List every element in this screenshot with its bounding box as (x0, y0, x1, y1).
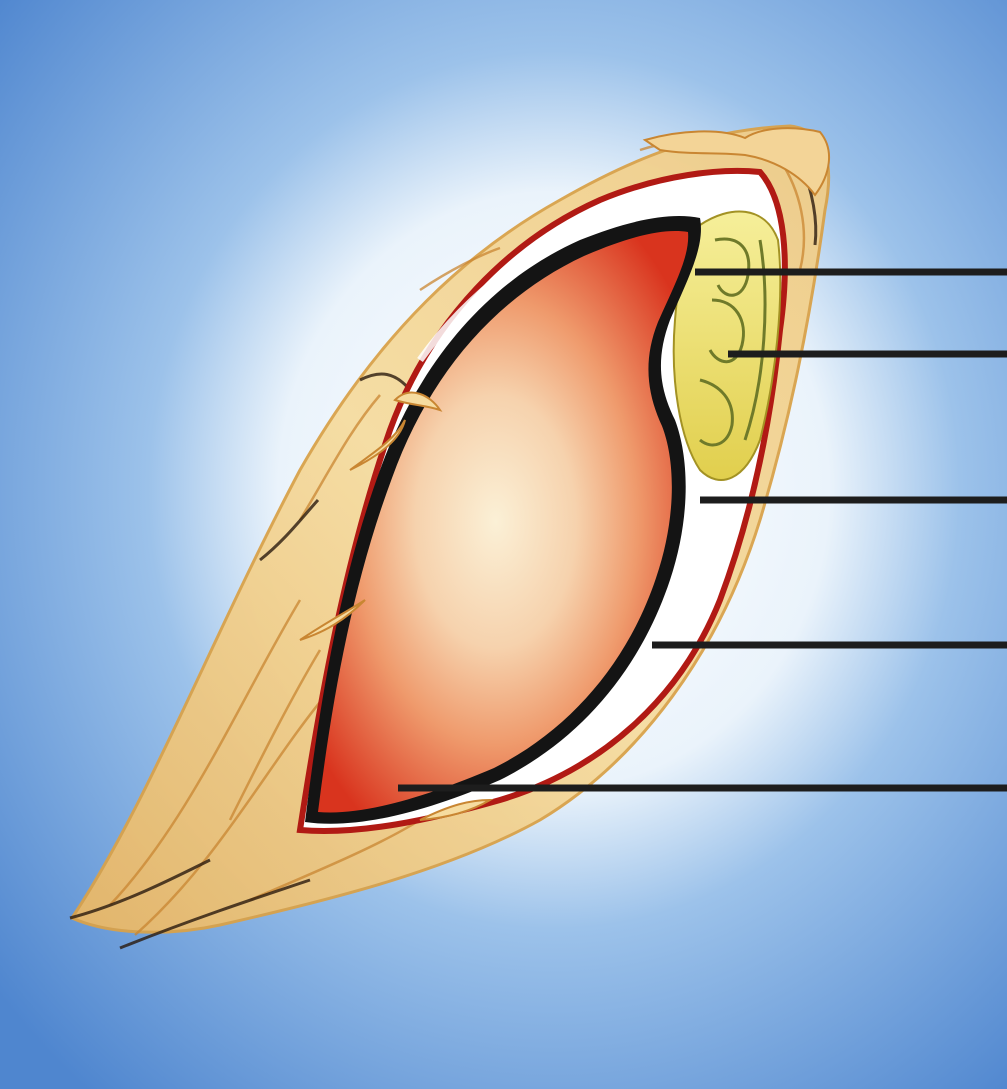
seed-section-diagram (0, 0, 1007, 1089)
diagram-canvas (0, 0, 1007, 1089)
